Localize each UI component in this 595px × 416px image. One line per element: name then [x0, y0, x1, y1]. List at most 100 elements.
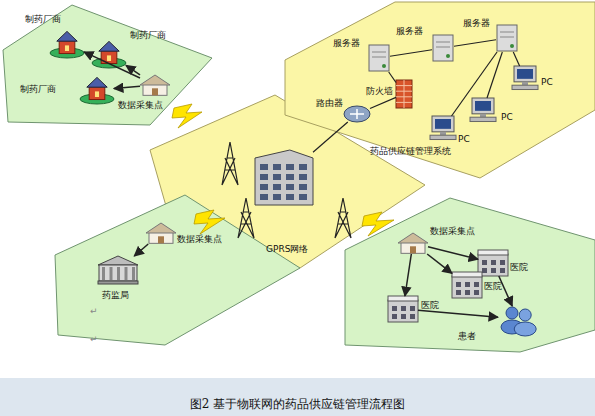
- network-link: [390, 50, 432, 57]
- icon-part: [299, 174, 307, 180]
- icon-part: [299, 184, 307, 190]
- icon-part: [430, 135, 456, 139]
- node-label: 服务器: [396, 26, 423, 37]
- node-label: 数据采集点: [430, 226, 475, 237]
- hospital-icon: [478, 250, 508, 276]
- icon-part: [456, 282, 461, 287]
- server-node: 服务器: [432, 34, 454, 62]
- icon-part: [452, 276, 482, 298]
- icon-part: [519, 309, 531, 321]
- icon-part: [57, 31, 77, 41]
- network-link: [313, 122, 348, 152]
- icon-part: [512, 85, 538, 89]
- icon-part: [89, 87, 105, 100]
- icon-part: [456, 290, 461, 295]
- flow-arrow: [499, 276, 512, 306]
- icon-part: [273, 174, 281, 180]
- icon-part: [107, 55, 111, 61]
- icon-part: [260, 194, 268, 200]
- node-label: 制药厂商: [25, 14, 61, 25]
- tower-lattice: [335, 198, 351, 238]
- factory-node: 制药厂商: [80, 76, 114, 104]
- hospital-node: 医院: [452, 272, 482, 298]
- icon-part: [101, 51, 117, 64]
- gprs-icon: [255, 150, 313, 205]
- server-node: 服务器: [368, 44, 390, 72]
- hospital-node: 医院: [478, 250, 508, 276]
- icon-part: [125, 267, 128, 280]
- icon-part: [87, 77, 107, 87]
- flow-arrow: [428, 247, 478, 260]
- node-label: 路由器: [316, 98, 343, 109]
- factory-node: 制药厂商: [50, 30, 84, 58]
- icon-part: [255, 150, 313, 205]
- icon-part: [99, 41, 119, 51]
- icon-part: [465, 290, 470, 295]
- icon-part: [98, 256, 138, 265]
- icon-part: [401, 242, 425, 253]
- bureau-node: 药监局: [98, 256, 138, 284]
- icon-part: [369, 45, 389, 71]
- icon-part: [132, 267, 135, 280]
- tower: [222, 142, 351, 238]
- factory-node: 制药厂商: [92, 40, 126, 68]
- icon-part: [158, 236, 164, 243]
- icon-part: [98, 281, 138, 284]
- pc-icon: [470, 98, 496, 122]
- lightning-bolt: [172, 104, 202, 128]
- icon-part: [344, 106, 370, 122]
- tower-lattice: [222, 142, 238, 185]
- node-label: 患者: [458, 331, 476, 342]
- icon-part: [472, 98, 494, 114]
- paragraph-mark: ↵: [90, 306, 98, 317]
- node-label: 数据采集点: [118, 100, 163, 111]
- flow-arrow: [134, 244, 148, 256]
- network-link: [513, 52, 519, 66]
- icon-part: [260, 164, 268, 170]
- caption-band: [0, 378, 595, 416]
- icon-part: [440, 132, 446, 135]
- icon-part: [99, 265, 137, 281]
- pc-icon: [430, 116, 456, 140]
- node-label: PC: [501, 112, 513, 123]
- node-label: 制药厂商: [130, 30, 166, 41]
- icon-part: [517, 69, 533, 79]
- pc-node: PC: [512, 66, 538, 90]
- icon-part: [392, 314, 397, 319]
- lightning-bolt: [362, 212, 394, 236]
- icon-part: [514, 322, 536, 336]
- lightning-bolt: [194, 210, 225, 234]
- icon-part: [372, 57, 386, 58]
- factory-icon: [80, 76, 114, 104]
- icon-part: [491, 268, 496, 273]
- hospital-node: 医院: [388, 296, 418, 322]
- icon-part: [410, 314, 415, 319]
- icon-part: [401, 314, 406, 319]
- node-label: 制药厂商: [20, 84, 56, 95]
- icon-part: [372, 52, 386, 53]
- icon-part: [285, 2, 595, 178]
- router-icon: [344, 106, 370, 122]
- icon-part: [500, 32, 514, 33]
- icon-part: [500, 37, 514, 38]
- icon-part: [446, 54, 450, 58]
- icon-part: [260, 184, 268, 190]
- system-region: 药品供应链管理系统服务器服务器服务器防火墙路由器PCPCPC: [285, 2, 595, 178]
- icon-part: [478, 250, 508, 255]
- icon-part: [452, 272, 482, 277]
- server-icon: [432, 34, 454, 62]
- icon-part: [510, 44, 514, 48]
- house-icon: [146, 222, 176, 244]
- icon-part: [436, 47, 450, 48]
- house-node: 数据采集点: [398, 232, 428, 254]
- network-link: [487, 52, 502, 98]
- icon-part: [432, 116, 454, 132]
- icon-part: [436, 42, 450, 43]
- house-node: 数据采集点: [140, 74, 170, 96]
- flow-arrow: [405, 254, 411, 296]
- icon-part: [286, 164, 294, 170]
- icon-part: [382, 64, 386, 68]
- node-label: 防火墙: [366, 86, 393, 97]
- house-node: 数据采集点: [146, 222, 176, 244]
